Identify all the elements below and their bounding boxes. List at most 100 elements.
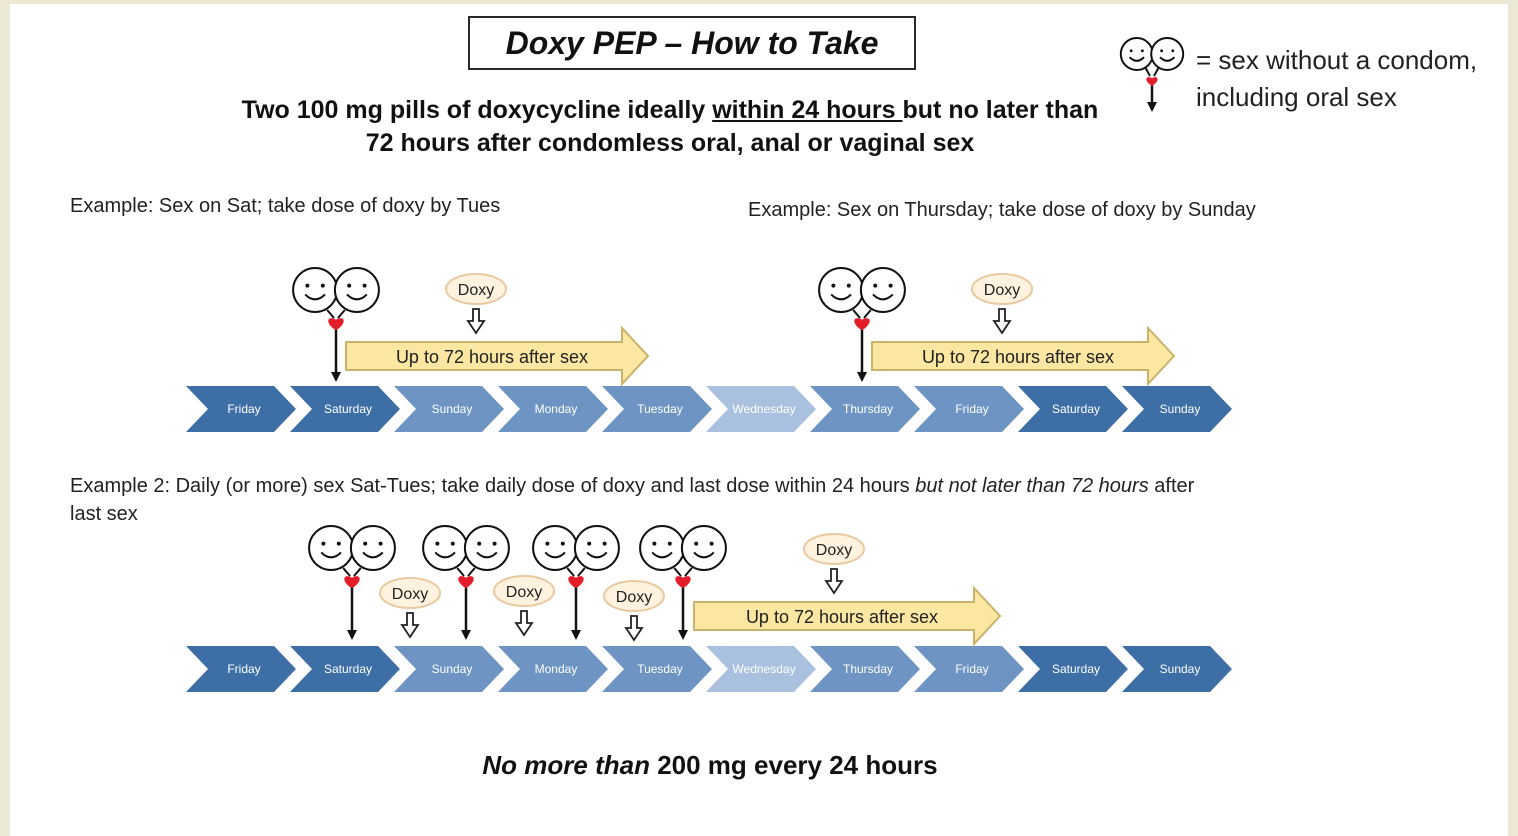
- smiley-face-icon: [859, 267, 906, 313]
- timeline-chevron: [1122, 386, 1232, 432]
- example2-caption-end: after last sex: [70, 475, 1195, 525]
- smiley-eye: [492, 541, 497, 546]
- timeline-chevron: [1018, 646, 1128, 692]
- smiley-eye: [477, 541, 482, 546]
- timeline-chevron: [290, 646, 400, 692]
- smiley-eye: [305, 283, 310, 288]
- arrow-head: [347, 630, 357, 640]
- timeline-chevron: [914, 386, 1024, 432]
- smiley-face-icon: [532, 525, 579, 571]
- connector-line: [456, 567, 465, 577]
- heart-icon: [854, 318, 870, 331]
- connector-line: [1153, 67, 1160, 77]
- connector-line: [566, 567, 575, 577]
- example2-caption-italic: but not later than 72 hours: [915, 475, 1149, 497]
- connector-line: [467, 567, 476, 577]
- max-dose-regular: 200 mg every 24 hours: [649, 750, 938, 780]
- smiley-mouth: [1128, 56, 1145, 62]
- smiley-mouth: [651, 551, 673, 559]
- timeline-day-label: Thursday: [843, 662, 893, 676]
- smiley-eye: [602, 541, 607, 546]
- smiley-mouth: [693, 551, 715, 559]
- smiley-eye: [545, 541, 550, 546]
- dosing-text-part2: but no later than 72 hours after condoml…: [365, 96, 1099, 157]
- timeline-day-label: Friday: [227, 402, 260, 416]
- arrow-shape: [693, 585, 1002, 647]
- smiley-eye: [347, 283, 352, 288]
- arrow-shape: [871, 325, 1176, 387]
- dosing-text-underlined: within 24 hours: [712, 96, 903, 124]
- timeline-day-label: Sunday: [432, 662, 473, 676]
- timeline-chevron: [290, 386, 400, 432]
- smiley-eye: [435, 541, 440, 546]
- doxy-dose-marker: Doxy: [603, 580, 665, 642]
- smiley-eye: [1171, 49, 1175, 53]
- down-arrow-icon: [824, 568, 844, 595]
- timeline-chevron: [394, 646, 504, 692]
- pill-bubble-icon: [493, 575, 555, 607]
- smiley-mouth: [544, 551, 566, 559]
- timeline-day-label: Saturday: [324, 402, 372, 416]
- doxy-dose-marker: Doxy: [379, 577, 441, 639]
- arrow-shape: [345, 325, 650, 387]
- max-dose-note: No more than 200 mg every 24 hours: [360, 750, 1060, 781]
- smiley-mouth: [434, 551, 456, 559]
- arrow-head: [571, 630, 581, 640]
- smiley-eye: [667, 541, 672, 546]
- down-arrow-icon: [624, 615, 644, 642]
- example2-caption: Example 2: Daily (or more) sex Sat-Tues;…: [70, 472, 1230, 528]
- smiley-eye: [560, 541, 565, 546]
- smiley-eye: [1160, 49, 1164, 53]
- smiley-eye: [363, 541, 368, 546]
- pill-bubble-icon: [445, 273, 507, 305]
- timeline-chevron: [602, 646, 712, 692]
- smiley-eye: [1129, 49, 1133, 53]
- timeline-day-label: Saturday: [1052, 402, 1100, 416]
- timeline-chevron: [498, 386, 608, 432]
- smiley-eye: [709, 541, 714, 546]
- smiley-eye: [362, 283, 367, 288]
- smiley-face-icon: [333, 267, 380, 313]
- timeline-chevron: [706, 386, 816, 432]
- connector-line: [863, 309, 872, 319]
- legend-sex-icon: [1119, 37, 1185, 112]
- doxy-label: Doxy: [984, 282, 1020, 299]
- legend-text: = sex without a condom, including oral s…: [1196, 45, 1478, 112]
- timeline-chevron: [602, 386, 712, 432]
- down-arrow-icon: [514, 610, 534, 637]
- smiley-eye: [450, 541, 455, 546]
- smiley-eye: [831, 283, 836, 288]
- smiley-eye: [846, 283, 851, 288]
- arrow-label: Up to 72 hours after sex: [396, 347, 588, 367]
- sex-event-marker: [292, 267, 380, 382]
- heart-icon: [458, 576, 474, 589]
- smiley-mouth: [362, 551, 384, 559]
- timeline-day-label: Friday: [955, 402, 988, 416]
- sex-event-marker: [532, 525, 620, 640]
- doxy-dose-marker: Doxy: [803, 533, 865, 595]
- page-title: Doxy PEP – How to Take: [468, 16, 916, 70]
- timeline-day-label: Sunday: [432, 402, 473, 416]
- example1-caption: Example: Sex on Sat; take dose of doxy b…: [70, 195, 501, 217]
- pill-bubble-icon: [603, 580, 665, 612]
- smiley-mouth: [586, 551, 608, 559]
- connector-line: [577, 567, 586, 577]
- doxy-label: Doxy: [506, 584, 542, 601]
- timeline-day-label: Thursday: [843, 402, 893, 416]
- arrow-head: [331, 372, 341, 382]
- timeline-chevron: [810, 386, 920, 432]
- connector-line: [673, 567, 682, 577]
- smiley-mouth: [1159, 56, 1176, 62]
- dosing-text-part1: Two 100 mg pills of doxycycline ideally: [241, 96, 713, 124]
- arrow-head: [678, 630, 688, 640]
- smiley-face-icon: [292, 267, 339, 313]
- doxy-label: Doxy: [816, 542, 852, 559]
- timeline-day-label: Monday: [535, 402, 578, 416]
- doxy-dose-marker: Doxy: [493, 575, 555, 637]
- connector-line: [353, 567, 362, 577]
- timeline-day-label: Saturday: [1052, 662, 1100, 676]
- connector-line: [684, 567, 693, 577]
- connector-line: [337, 309, 346, 319]
